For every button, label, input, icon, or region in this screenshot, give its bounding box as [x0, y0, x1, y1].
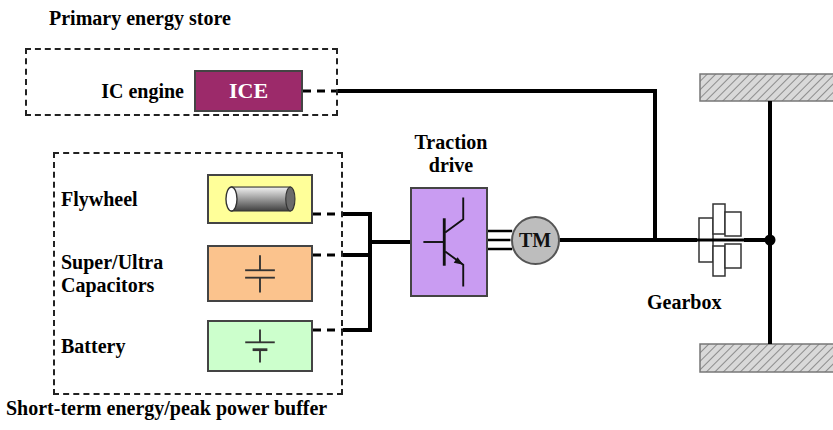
motor-label: TM [513, 218, 558, 263]
traction-drive-box: Traction drive [410, 187, 488, 297]
drive-connector [313, 214, 410, 242]
component-name: Battery [61, 335, 125, 358]
component-name: IC engine [101, 80, 184, 103]
dashed-link [303, 90, 338, 93]
traction-motor-circle: TM [511, 216, 560, 265]
capacitor-box: Super/Ultra Capacitors [207, 245, 313, 302]
group-heading: Short-term energy/peak power buffer [6, 397, 327, 420]
differential-dot [765, 235, 776, 246]
component-name: Gearbox [647, 291, 721, 314]
drive-connector [303, 91, 697, 240]
wheel [700, 74, 833, 101]
energy-store-group: Primary energy storeIC engineICE [25, 48, 338, 116]
power-line [338, 91, 697, 240]
power-line [488, 248, 512, 251]
battery-symbol [209, 322, 311, 370]
flywheel-symbol [209, 176, 311, 222]
power-line [488, 239, 511, 242]
buffer-group: Short-term energy/peak power buffer Flyw… [53, 152, 343, 395]
component-name: Super/Ultra Capacitors [61, 251, 201, 297]
drive-connector [488, 231, 512, 249]
drive-connector [560, 240, 698, 241]
dashed-link [313, 213, 343, 216]
component-name: Flywheel [61, 188, 138, 211]
power-line [343, 214, 410, 242]
group-heading: Primary energy store [49, 7, 231, 30]
gearbox: Gearbox [697, 200, 745, 280]
battery-box: Battery [207, 320, 313, 372]
gearbox-symbol [697, 200, 745, 280]
power-line [560, 238, 698, 242]
dashed-link [313, 254, 343, 257]
component-name: Traction drive [394, 131, 508, 177]
power-line [343, 242, 410, 330]
engine-label: ICE [196, 72, 301, 110]
flywheel-box: Flywheel [207, 174, 313, 224]
capacitor-symbol [209, 247, 311, 300]
drive-connector [313, 242, 410, 330]
dashed-link [313, 329, 343, 332]
transistor-symbol [412, 189, 486, 295]
wheel [700, 344, 833, 372]
power-line [488, 230, 512, 233]
engine-box: IC engineICE [194, 70, 303, 112]
axle [768, 101, 772, 344]
